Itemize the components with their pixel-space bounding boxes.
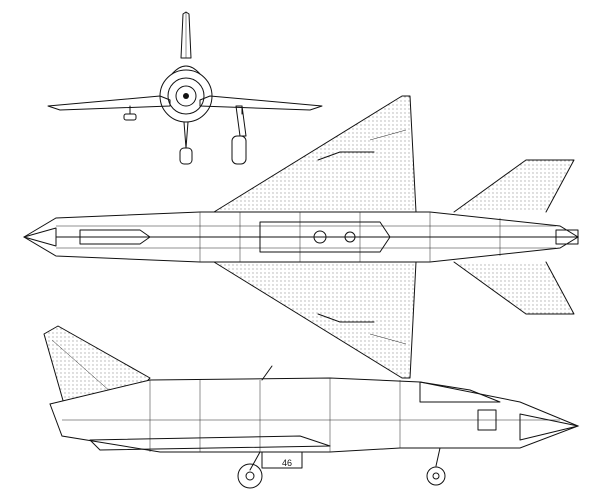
front-intake — [167, 77, 205, 115]
plan-engine-area — [259, 221, 391, 253]
plan-view — [23, 95, 579, 379]
front-left-wing — [47, 95, 171, 111]
side-fuselage-marking: 46 — [282, 458, 292, 468]
plan-lower-fence — [317, 313, 375, 323]
front-main-wheel — [231, 135, 247, 165]
side-wing-root — [89, 435, 331, 451]
side-marking-box — [477, 409, 497, 431]
plan-upper-fence — [317, 151, 375, 161]
plan-upper-wing — [213, 95, 417, 213]
side-nose-gear-strut — [435, 447, 441, 467]
front-main-gear-strut — [235, 105, 247, 137]
front-nose-wheel — [179, 147, 193, 165]
front-canopy — [171, 65, 201, 75]
side-main-wheel — [237, 463, 263, 489]
front-right-wing — [199, 95, 323, 111]
plan-lower-tailplane — [453, 261, 575, 315]
plan-upper-tailplane — [453, 159, 575, 213]
side-canopy — [419, 381, 501, 403]
plan-cockpit-area — [79, 229, 151, 245]
side-antenna — [261, 365, 273, 381]
side-gear-bay — [261, 451, 303, 469]
front-ventral-fin — [183, 121, 189, 149]
side-main-gear-strut — [249, 451, 261, 471]
front-view — [47, 11, 323, 165]
plan-lower-wing — [213, 261, 417, 379]
side-nose-wheel — [426, 466, 446, 486]
side-view: 46 — [43, 325, 580, 489]
front-fuselage — [159, 69, 213, 123]
front-shock-cone — [175, 85, 197, 107]
